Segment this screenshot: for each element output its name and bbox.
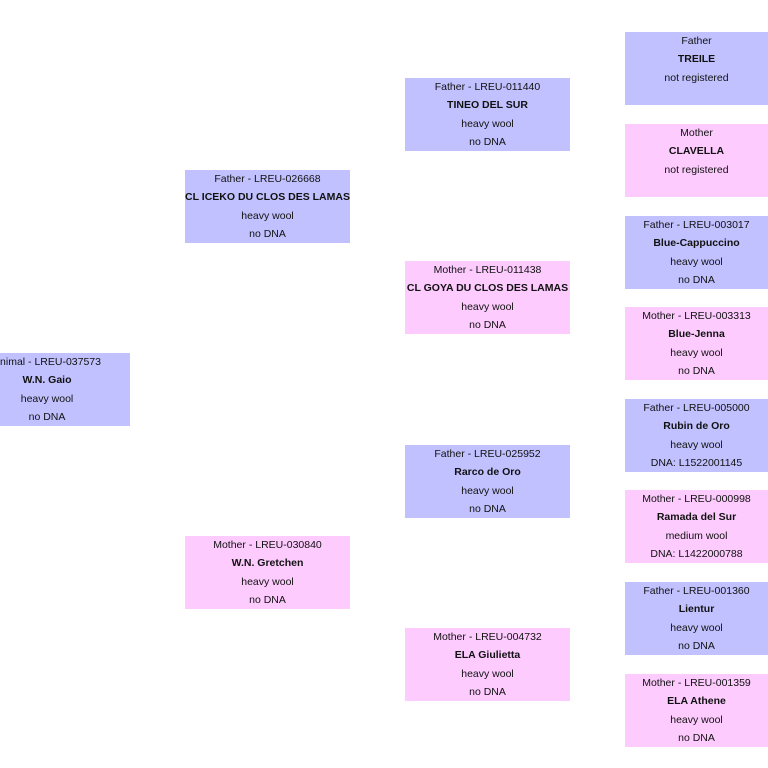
- node-name: W.N. Gaio: [22, 374, 72, 387]
- node-wool: heavy wool: [241, 209, 294, 222]
- great-grandmother-node[interactable]: Mother CLAVELLA not registered: [625, 124, 768, 197]
- node-wool: heavy wool: [670, 438, 723, 451]
- node-dna: no DNA: [678, 731, 715, 744]
- node-role: Mother - LREU-030840: [213, 539, 322, 551]
- great-grandmother-node[interactable]: Mother - LREU-001359 ELA Athene heavy wo…: [625, 674, 768, 747]
- node-wool: heavy wool: [670, 255, 723, 268]
- node-name: CLAVELLA: [668, 145, 725, 158]
- node-name: Rarco de Oro: [454, 466, 521, 479]
- great-grandfather-node[interactable]: Father - LREU-001360 Lientur heavy wool …: [625, 582, 768, 655]
- node-name: TINEO DEL SUR: [447, 99, 528, 112]
- node-name: Rubin de Oro: [663, 420, 730, 433]
- node-wool: heavy wool: [461, 667, 514, 680]
- node-name: ELA Giulietta: [454, 649, 521, 662]
- great-grandfather-node[interactable]: Father - LREU-005000 Rubin de Oro heavy …: [625, 399, 768, 472]
- node-wool: heavy wool: [461, 484, 514, 497]
- great-grandfather-node[interactable]: Father TREILE not registered: [625, 32, 768, 105]
- mother-node[interactable]: Mother - LREU-030840 W.N. Gretchen heavy…: [185, 536, 350, 609]
- node-name: Ramada del Sur: [656, 511, 737, 524]
- node-wool: heavy wool: [670, 346, 723, 359]
- great-grandmother-node[interactable]: Mother - LREU-000998 Ramada del Sur medi…: [625, 490, 768, 563]
- maternal-grandmother-node[interactable]: Mother - LREU-004732 ELA Giulietta heavy…: [405, 628, 570, 701]
- node-dna: no DNA: [469, 685, 506, 698]
- node-name: Blue-Cappuccino: [653, 237, 740, 250]
- node-dna: no DNA: [249, 227, 286, 240]
- node-name: W.N. Gretchen: [231, 557, 304, 570]
- node-role: Father - LREU-026668: [214, 173, 321, 185]
- node-role: Mother - LREU-001359: [642, 677, 751, 689]
- node-name: Blue-Jenna: [668, 328, 725, 341]
- node-wool: heavy wool: [670, 621, 723, 634]
- node-wool: heavy wool: [461, 300, 514, 313]
- node-role: Mother - LREU-000998: [642, 493, 751, 505]
- node-name: CL GOYA DU CLOS DES LAMAS: [406, 282, 569, 295]
- animal-node[interactable]: Animal - LREU-037573 W.N. Gaio heavy woo…: [0, 353, 130, 426]
- node-wool: medium wool: [665, 529, 728, 542]
- father-node[interactable]: Father - LREU-026668 CL ICEKO DU CLOS DE…: [185, 170, 350, 243]
- node-dna: DNA: L1422000788: [650, 547, 743, 560]
- great-grandmother-node[interactable]: Mother - LREU-003313 Blue-Jenna heavy wo…: [625, 307, 768, 380]
- node-dna: no DNA: [469, 502, 506, 515]
- node-wool: heavy wool: [20, 392, 74, 405]
- node-role: Mother - LREU-011438: [433, 264, 542, 276]
- node-role: Father - LREU-005000: [643, 402, 750, 414]
- node-role: Father - LREU-025952: [434, 448, 541, 460]
- node-dna: no DNA: [678, 364, 715, 377]
- node-role: Animal - LREU-037573: [0, 356, 101, 368]
- node-name: CL ICEKO DU CLOS DES LAMAS: [185, 191, 350, 204]
- paternal-grandfather-node[interactable]: Father - LREU-011440 TINEO DEL SUR heavy…: [405, 78, 570, 151]
- node-role: Father: [681, 35, 712, 47]
- node-dna: no DNA: [249, 593, 286, 606]
- node-name: ELA Athene: [667, 695, 726, 708]
- node-role: Mother - LREU-003313: [642, 310, 751, 322]
- node-status: not registered: [664, 163, 729, 176]
- great-grandfather-node[interactable]: Father - LREU-003017 Blue-Cappuccino hea…: [625, 216, 768, 289]
- paternal-grandmother-node[interactable]: Mother - LREU-011438 CL GOYA DU CLOS DES…: [405, 261, 570, 334]
- node-role: Father - LREU-011440: [434, 81, 541, 93]
- node-dna: no DNA: [678, 273, 715, 286]
- node-name: TREILE: [677, 53, 716, 66]
- node-role: Father - LREU-001360: [643, 585, 750, 597]
- node-wool: heavy wool: [670, 713, 723, 726]
- node-name: Lientur: [678, 603, 715, 616]
- node-wool: heavy wool: [241, 575, 294, 588]
- node-role: Mother - LREU-004732: [433, 631, 542, 643]
- node-role: Father - LREU-003017: [643, 219, 750, 231]
- maternal-grandfather-node[interactable]: Father - LREU-025952 Rarco de Oro heavy …: [405, 445, 570, 518]
- node-dna: no DNA: [469, 135, 506, 148]
- node-role: Mother: [680, 127, 713, 139]
- node-wool: heavy wool: [461, 117, 514, 130]
- node-dna: no DNA: [28, 410, 66, 423]
- node-status: not registered: [664, 71, 729, 84]
- node-dna: DNA: L1522001145: [650, 456, 743, 469]
- node-dna: no DNA: [469, 318, 506, 331]
- node-dna: no DNA: [678, 639, 715, 652]
